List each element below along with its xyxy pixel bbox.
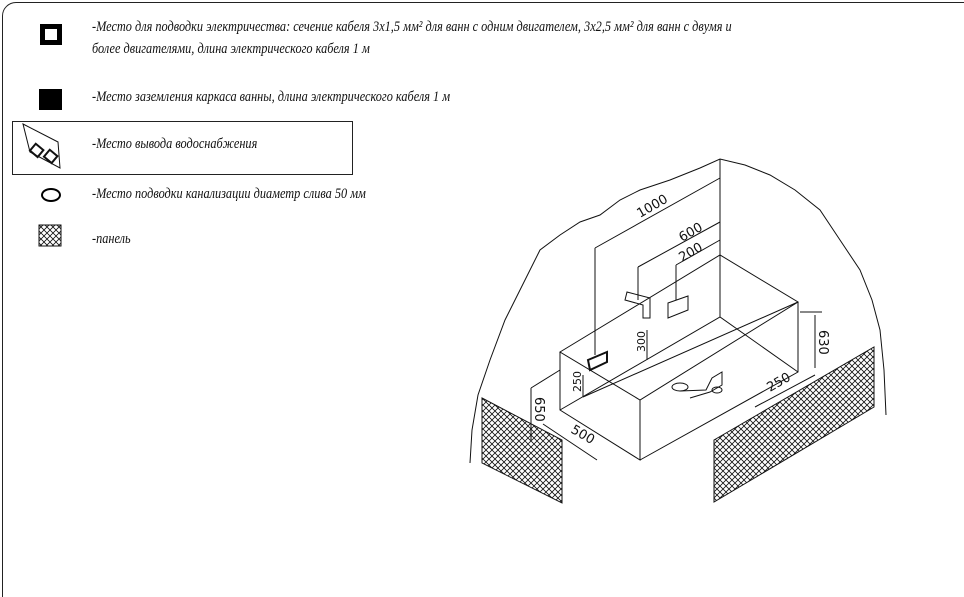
- dim-630: 630: [815, 330, 830, 355]
- water-supply-icon: [22, 123, 61, 169]
- legend-drain: -Место подводки канализации диаметр слив…: [92, 186, 366, 202]
- dim-650: 650: [531, 397, 546, 422]
- panel-hatch-icon: [38, 224, 62, 247]
- grounding-icon: [39, 89, 62, 110]
- dim-1000: 1000: [635, 192, 671, 222]
- right-panel: [713, 346, 875, 503]
- wall-outline: [469, 158, 887, 464]
- legend-water: -Место вывода водоснабжения: [92, 136, 258, 152]
- legend-water-box: [12, 121, 353, 175]
- drain-icon: [41, 188, 61, 202]
- dim-250-right: 250: [765, 370, 794, 395]
- left-panel: [481, 397, 563, 504]
- legend-panel: -панель: [92, 231, 131, 247]
- electric-outlet-icon: [40, 24, 62, 45]
- legend-electric-line2: более двигателями, длина электрического …: [92, 41, 370, 57]
- legend-electric-line1: -Место для подводки электричества: сечен…: [92, 19, 732, 35]
- dim-300: 300: [635, 331, 648, 352]
- dim-600: 600: [677, 220, 706, 245]
- dim-250-left: 250: [571, 371, 584, 392]
- legend-ground: -Место заземления каркаса ванны, длина э…: [92, 89, 451, 105]
